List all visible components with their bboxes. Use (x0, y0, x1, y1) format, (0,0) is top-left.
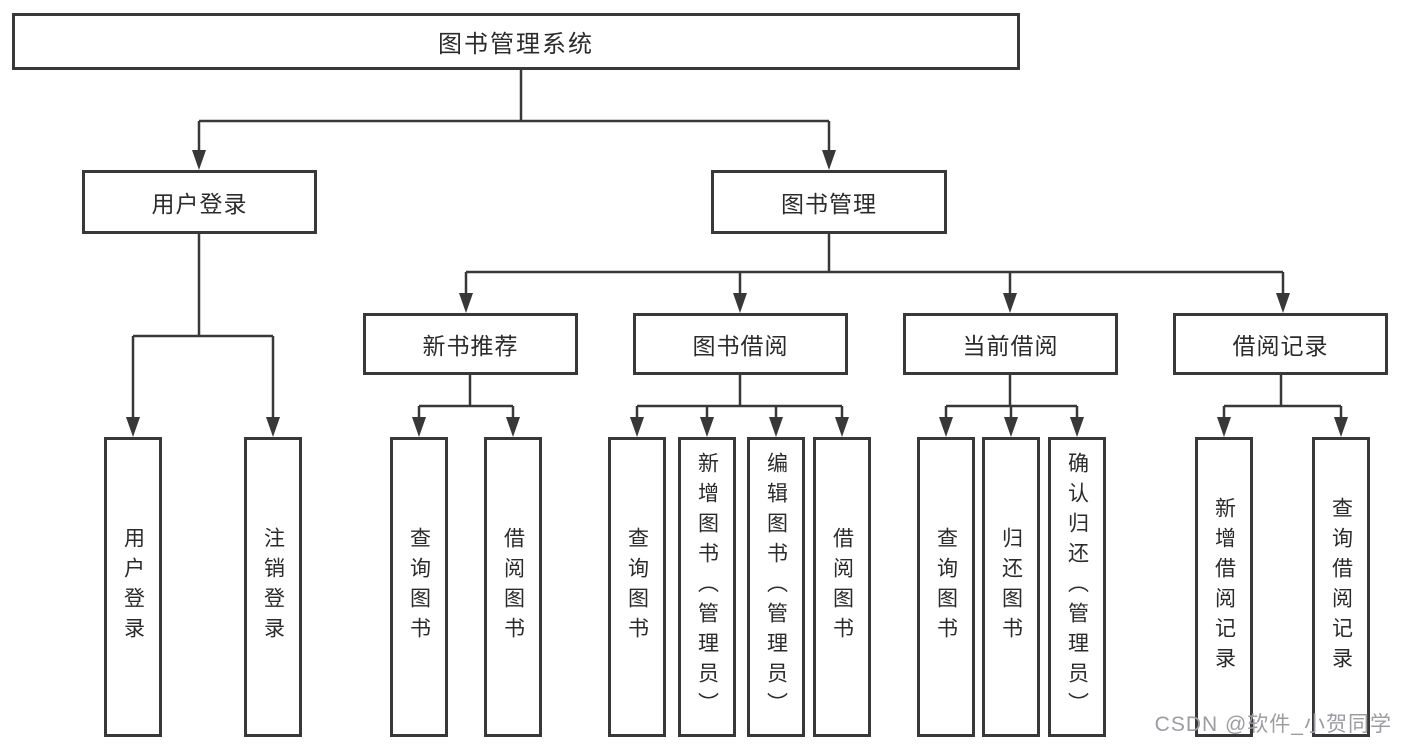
arrowhead (1334, 417, 1348, 437)
node-book-management: 图书管理 (711, 170, 947, 234)
arrowhead (1003, 293, 1017, 313)
leaf-current-return-book-label: 归还图书 (999, 527, 1023, 647)
arrowhead (192, 150, 206, 170)
leaf-records-query-record-label: 查询借阅记录 (1329, 497, 1353, 677)
node-borrow-records-label: 借阅记录 (1232, 333, 1329, 359)
arrowhead (1070, 417, 1084, 437)
leaf-logout: 注销登录 (244, 437, 302, 737)
leaf-borrow-borrow-book-label: 借阅图书 (830, 527, 854, 647)
csdn-watermark: CSDN @软件_小贺同学 (1154, 713, 1392, 736)
leaf-borrow-query-book-label: 查询图书 (625, 527, 649, 647)
leaf-logout-label: 注销登录 (261, 527, 285, 647)
leaf-current-return-book: 归还图书 (982, 437, 1040, 737)
arrowhead (822, 150, 836, 170)
leaf-borrow-add-book-admin: 新增图书（管理员） (678, 437, 736, 737)
arrowheads (126, 150, 1348, 437)
leaf-recommend-query-book-label: 查询图书 (407, 527, 431, 647)
leaf-recommend-borrow-book: 借阅图书 (484, 437, 542, 737)
leaf-borrow-edit-book-admin-label: 编辑图书（管理员） (764, 452, 788, 722)
node-book-borrow: 图书借阅 (633, 313, 848, 375)
node-book-borrow-label: 图书借阅 (692, 333, 789, 359)
leaf-borrow-borrow-book: 借阅图书 (813, 437, 871, 737)
connector-paths (131, 70, 1343, 418)
arrowhead (1276, 293, 1290, 313)
node-user-login: 用户登录 (82, 170, 317, 234)
arrowhead (939, 417, 953, 437)
node-user-login-label: 用户登录 (151, 191, 248, 217)
node-current-borrow: 当前借阅 (903, 313, 1118, 375)
arrowhead (1217, 417, 1231, 437)
arrowhead (700, 417, 714, 437)
leaf-current-confirm-return-admin-label: 确认归还（管理员） (1065, 452, 1089, 722)
node-borrow-records: 借阅记录 (1173, 313, 1388, 375)
leaf-borrow-edit-book-admin: 编辑图书（管理员） (747, 437, 805, 737)
leaf-borrow-query-book: 查询图书 (608, 437, 666, 737)
node-root-library-system: 图书管理系统 (12, 13, 1020, 70)
node-new-book-recommend-label: 新书推荐 (422, 333, 519, 359)
node-new-book-recommend: 新书推荐 (363, 313, 578, 375)
leaf-recommend-borrow-book-label: 借阅图书 (501, 527, 525, 647)
node-root-label: 图书管理系统 (438, 31, 594, 58)
leaf-records-add-record: 新增借阅记录 (1195, 437, 1253, 737)
node-current-borrow-label: 当前借阅 (962, 333, 1059, 359)
arrowhead (412, 417, 426, 437)
leaf-records-query-record: 查询借阅记录 (1312, 437, 1370, 737)
arrowhead (126, 417, 140, 437)
arrowhead (459, 293, 473, 313)
arrowhead (630, 417, 644, 437)
leaf-current-confirm-return-admin: 确认归还（管理员） (1048, 437, 1106, 737)
leaf-current-query-book: 查询图书 (917, 437, 975, 737)
arrowhead (835, 417, 849, 437)
arrowhead (733, 293, 747, 313)
arrowhead (769, 417, 783, 437)
node-book-management-label: 图书管理 (781, 191, 877, 217)
leaf-recommend-query-book: 查询图书 (390, 437, 448, 737)
arrowhead (266, 417, 280, 437)
leaf-current-query-book-label: 查询图书 (934, 527, 958, 647)
leaf-borrow-add-book-admin-label: 新增图书（管理员） (695, 452, 719, 722)
leaf-user-login: 用户登录 (104, 437, 162, 737)
arrowhead (1004, 417, 1018, 437)
leaf-user-login-label: 用户登录 (121, 527, 145, 647)
arrowhead (506, 417, 520, 437)
leaf-records-add-record-label: 新增借阅记录 (1212, 497, 1236, 677)
